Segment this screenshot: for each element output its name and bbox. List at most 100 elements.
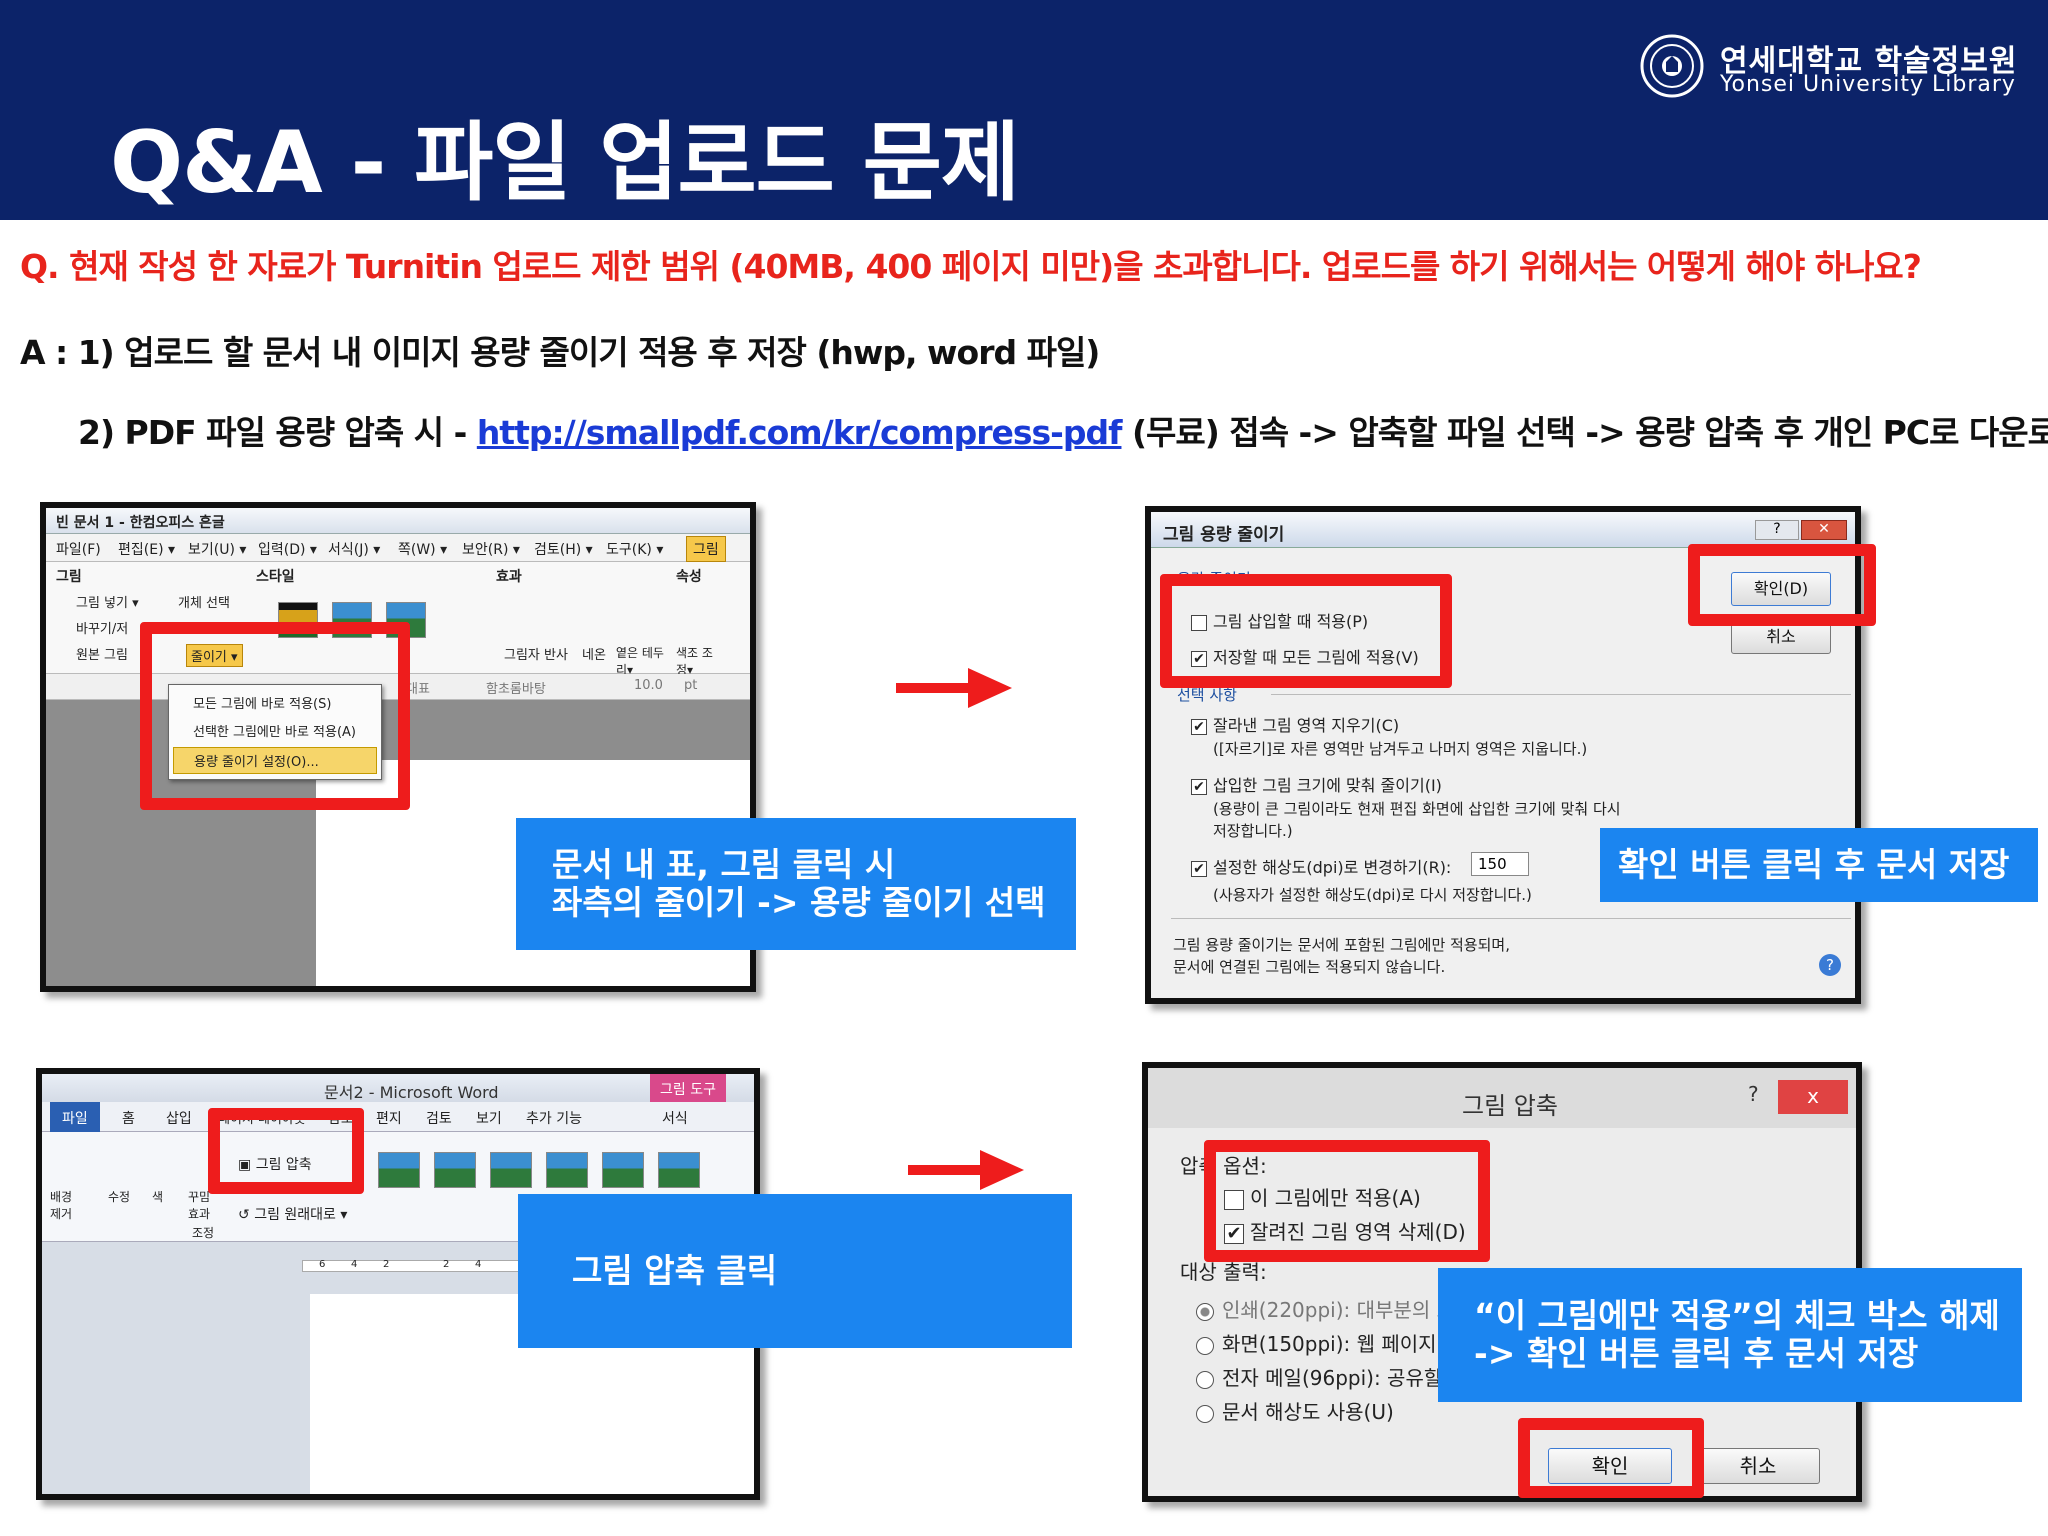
option-insert-label: 그림 삽입할 때 적용(P) — [1213, 612, 1369, 631]
hwp-menu-picture[interactable]: 그림 — [686, 536, 726, 562]
word-style-thumb-4[interactable] — [546, 1152, 588, 1188]
header-bar: Q&A - 파일 업로드 문제 연세대학교 학술정보원 Yonsei Unive… — [0, 0, 2048, 220]
word-compress-highlight — [208, 1108, 364, 1194]
hwp-group-picture: 그림 — [56, 569, 82, 585]
target-screen-radio[interactable] — [1196, 1336, 1214, 1355]
hwp-menu-review[interactable]: 검토(H) ▾ — [534, 542, 593, 558]
delete-cropped-checkbox[interactable]: ✔ — [1224, 1223, 1244, 1244]
option-insert[interactable]: 그림 삽입할 때 적용(P) — [1191, 608, 1368, 632]
hwp-insert-picture-button[interactable]: 그림 넣기 ▾ — [76, 596, 139, 611]
option-apply-only[interactable]: 이 그림에만 적용(A) — [1224, 1182, 1421, 1211]
hwp-style-select[interactable]: 대표 — [406, 682, 430, 697]
word-tab-view[interactable]: 보기 — [476, 1111, 502, 1127]
option-crop[interactable]: ✔잘라낸 그림 영역 지우기(C) — [1191, 712, 1399, 736]
target-email[interactable]: 전자 메일(96ppi): 공유할 — [1196, 1362, 1442, 1391]
word-reset-label: 그림 원래대로 ▾ — [254, 1207, 348, 1223]
close-icon[interactable]: ✕ — [1801, 520, 1847, 540]
hwp-menu-insert[interactable]: 입력(D) ▾ — [258, 542, 317, 558]
target-document-radio[interactable] — [1196, 1404, 1214, 1423]
logo-english-text: Yonsei University Library — [1720, 72, 2016, 97]
word-tab-review[interactable]: 검토 — [426, 1111, 452, 1127]
hwp-font-select[interactable]: 함초롬바탕 — [486, 682, 546, 697]
hwp-shadow-button[interactable]: 그림자 — [504, 648, 540, 663]
ruler-mark-1: 6 — [319, 1259, 326, 1270]
word-style-thumb-2[interactable] — [434, 1152, 476, 1188]
option-shrink[interactable]: ✔삽입한 그림 크기에 맞춰 줄이기(I) — [1191, 772, 1442, 796]
hwp-font-size[interactable]: 10.0 — [634, 678, 663, 693]
option-shrink-desc-2: 저장합니다.) — [1213, 822, 1293, 840]
option-delete-cropped[interactable]: ✔잘려진 그림 영역 삭제(D) — [1224, 1216, 1466, 1245]
compress-help-icon[interactable]: ? — [1748, 1082, 1759, 1106]
answer-line-1: A : 1) 업로드 할 문서 내 이미지 용량 줄이기 적용 후 저장 (hw… — [20, 333, 1100, 372]
info-help-icon[interactable]: ? — [1819, 954, 1841, 976]
page-title: Q&A - 파일 업로드 문제 — [110, 113, 1020, 213]
shrink-checkbox[interactable]: ✔ — [1191, 778, 1207, 795]
option-save[interactable]: ✔저장할 때 모든 그림에 적용(V) — [1191, 644, 1419, 668]
word-tab-file[interactable]: 파일 — [50, 1102, 100, 1134]
word-title-bar: 문서2 - Microsoft Word 그림 도구 — [42, 1074, 754, 1104]
hwp-menu-file[interactable]: 파일(F) — [56, 542, 101, 558]
target-print[interactable]: 인쇄(220ppi): 대부분의 프 — [1196, 1294, 1455, 1323]
compress-cancel-button[interactable]: 취소 — [1696, 1448, 1820, 1484]
smallpdf-link[interactable]: http://smallpdf.com/kr/compress-pdf — [476, 413, 1123, 452]
word-style-thumb-1[interactable] — [378, 1152, 420, 1188]
compress-dialog-title-bar: 그림 압축 ? x — [1148, 1068, 1856, 1128]
dpi-checkbox[interactable]: ✔ — [1191, 860, 1207, 877]
hwp-original-picture-button[interactable]: 원본 그림 — [76, 648, 128, 663]
ruler-mark-2: 4 — [351, 1259, 358, 1270]
word-tab-home[interactable]: 홈 — [122, 1111, 135, 1127]
callout-word-instruction: 그림 압축 클릭 — [518, 1194, 1072, 1348]
compress-ok-button[interactable]: 확인 — [1548, 1448, 1672, 1484]
hwp-menu-tools[interactable]: 도구(K) ▾ — [606, 542, 664, 558]
hwp-reflect-button[interactable]: 반사 — [544, 648, 568, 663]
hwp-color-adjust-button[interactable]: 색조 조정▾ — [676, 646, 713, 677]
hwp-reduce-settings-item[interactable]: 용량 줄이기 설정(O)... — [173, 747, 377, 774]
word-picture-tools-label: 그림 도구 — [650, 1074, 726, 1104]
reduce-ok-button[interactable]: 확인(D) — [1731, 572, 1831, 606]
hwp-neon-button[interactable]: 네온 — [582, 648, 606, 663]
hwp-select-object-button[interactable]: 개체 선택 — [178, 596, 230, 611]
target-screen[interactable]: 화면(150ppi): 웹 페이지 및 — [1196, 1328, 1461, 1357]
hwp-menu-page[interactable]: 쪽(W) ▾ — [398, 542, 448, 558]
word-style-thumb-5[interactable] — [602, 1152, 644, 1188]
word-tab-insert[interactable]: 삽입 — [166, 1111, 192, 1127]
word-tab-format[interactable]: 서식 — [662, 1111, 688, 1127]
hwp-title-bar: 빈 문서 1 - 한컴오피스 흔글 — [46, 508, 750, 534]
word-color-button[interactable]: 색 — [152, 1190, 164, 1204]
target-document[interactable]: 문서 해상도 사용(U) — [1196, 1396, 1394, 1425]
hwp-menu-security[interactable]: 보안(R) ▾ — [462, 542, 520, 558]
hwp-menu-format[interactable]: 서식(J) ▾ — [328, 542, 381, 558]
hwp-replace-button[interactable]: 바꾸기/저 — [76, 622, 129, 637]
compress-close-button[interactable]: x — [1778, 1080, 1848, 1114]
save-checkbox[interactable]: ✔ — [1191, 650, 1207, 667]
word-corrections-button[interactable]: 수정 — [108, 1190, 131, 1204]
hwp-border-button[interactable]: 옅은 테두리▾ — [616, 646, 664, 677]
target-print-radio[interactable] — [1196, 1302, 1214, 1321]
help-icon[interactable]: ? — [1755, 520, 1799, 540]
arrow-right-icon — [896, 668, 1012, 708]
hwp-menu-view[interactable]: 보기(U) ▾ — [188, 542, 247, 558]
callout-compress-line-1: “이 그림에만 적용”의 체크 박스 해제 — [1474, 1296, 2000, 1336]
option-dpi[interactable]: ✔설정한 해상도(dpi)로 변경하기(R): — [1191, 854, 1451, 878]
answer-line-2: 2) PDF 파일 용량 압축 시 - http://smallpdf.com/… — [78, 406, 2048, 454]
hwp-apply-all-item[interactable]: 모든 그림에 바로 적용(S) — [193, 697, 332, 712]
word-style-thumb-3[interactable] — [490, 1152, 532, 1188]
hwp-reduce-button[interactable]: 줄이기 ▾ — [186, 644, 243, 667]
word-tab-addins[interactable]: 추가 기능 — [526, 1111, 582, 1127]
word-reset-picture-button[interactable]: ↺ 그림 원래대로 ▾ — [238, 1204, 347, 1224]
target-email-radio[interactable] — [1196, 1370, 1214, 1389]
word-style-thumb-6[interactable] — [658, 1152, 700, 1188]
reduce-note-1: 그림 용량 줄이기는 문서에 포함된 그림에만 적용되며, — [1173, 936, 1510, 954]
dpi-input[interactable]: 150 — [1471, 852, 1529, 876]
hwp-apply-selected-item[interactable]: 선택한 그림에만 바로 적용(A) — [193, 725, 356, 740]
insert-checkbox[interactable] — [1191, 614, 1207, 631]
hwp-menu-edit[interactable]: 편집(E) ▾ — [118, 542, 176, 558]
answer-line-2-prefix: 2) PDF 파일 용량 압축 시 - — [78, 413, 477, 452]
word-tab-mailings[interactable]: 편지 — [376, 1111, 402, 1127]
option-dpi-desc: (사용자가 설정한 해상도(dpi)로 다시 저장합니다.) — [1213, 886, 1532, 904]
apply-only-checkbox[interactable] — [1224, 1189, 1244, 1210]
word-artistic-effects-button[interactable]: 꾸밈 효과 — [188, 1190, 211, 1221]
word-compress-button[interactable]: ▣ 그림 압축 — [238, 1154, 312, 1174]
word-remove-background-button[interactable]: 배경 제거 — [50, 1190, 73, 1221]
crop-checkbox[interactable]: ✔ — [1191, 718, 1207, 735]
